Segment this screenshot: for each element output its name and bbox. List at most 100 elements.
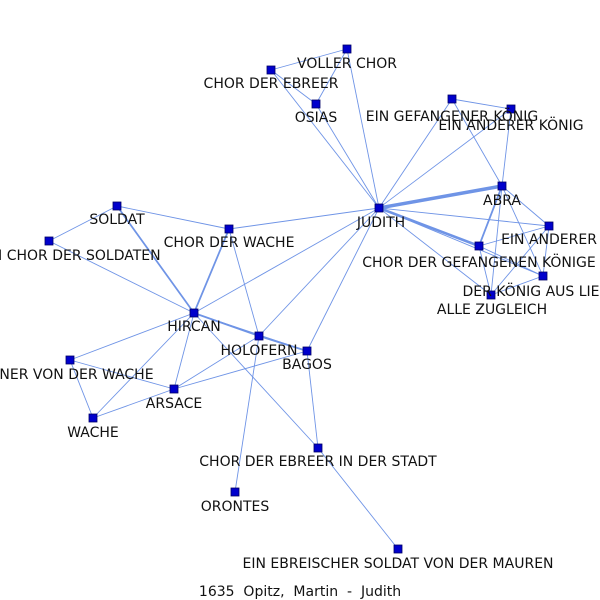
node-label-orontes: ORONTES <box>201 499 270 515</box>
edge-ein_anderer-koenig_lie <box>542 225 550 277</box>
node-label-einer_wache: EINER VON DER WACHE <box>0 367 154 383</box>
node-wache[interactable] <box>88 413 98 423</box>
node-judith[interactable] <box>374 203 384 213</box>
edge-judith-alle_zugleich <box>378 207 492 296</box>
node-label-soldat: SOLDAT <box>89 212 145 228</box>
edge-chor_ebreer-osias <box>270 69 317 105</box>
edge-bagos-arsace <box>173 350 308 390</box>
node-ein_anderer[interactable] <box>544 221 554 231</box>
node-label-ein_anderer: EIN ANDERER <box>501 232 597 248</box>
node-holofern[interactable] <box>254 331 264 341</box>
edge-judith-ein_anderer <box>378 207 550 227</box>
edge-judith-hircan <box>193 207 380 314</box>
edge-layer <box>48 48 550 550</box>
edge-abra-koenig_lie <box>501 185 544 277</box>
edge-soldat-hircan <box>116 205 195 314</box>
node-koenig_lie[interactable] <box>538 271 548 281</box>
edge-osias-judith <box>315 103 380 209</box>
edge-ein_anderer-alle_zugleich <box>490 225 550 296</box>
edge-gef_koenig-abra <box>451 98 503 187</box>
node-einer_wache[interactable] <box>65 355 75 365</box>
node-label-chor_gef_koenige: CHOR DER GEFANGENEN KÖNIGE <box>362 253 595 271</box>
node-chor_gef_koenige[interactable] <box>474 241 484 251</box>
edge-holofern-arsace <box>173 335 260 390</box>
node-anderer_koenig[interactable] <box>506 104 516 114</box>
edge-gef_koenig-anderer_koenig <box>451 98 512 110</box>
edge-soldat-chor_wache <box>116 205 230 230</box>
node-chor_ebreer[interactable] <box>266 65 276 75</box>
edge-koenig_lie-alle_zugleich <box>490 275 544 296</box>
edge-holofern-orontes <box>234 335 260 493</box>
edge-soldat-chor_soldaten <box>48 205 118 242</box>
edge-chor_wache-holofern <box>228 228 260 337</box>
edge-chor_ebreer-judith <box>270 69 380 209</box>
node-label-wache: WACHE <box>67 425 119 441</box>
node-label-voller_chor: VOLLER CHOR <box>297 56 397 72</box>
edge-chor_soldaten-hircan <box>48 240 195 314</box>
node-label-arsace: ARSACE <box>146 396 202 412</box>
node-hircan[interactable] <box>189 308 199 318</box>
node-arsace[interactable] <box>169 384 179 394</box>
node-chor_wache[interactable] <box>224 224 234 234</box>
node-alle_zugleich[interactable] <box>486 290 496 300</box>
edge-judith-abra <box>378 184 503 210</box>
edge-chor_ebreer_stadt-ebr_soldat <box>317 447 399 550</box>
node-gef_koenig[interactable] <box>447 94 457 104</box>
node-abra[interactable] <box>497 181 507 191</box>
node-label-hircan: HIRCAN <box>167 319 221 335</box>
edge-ein_anderer-chor_gef_koenige <box>478 225 550 247</box>
node-label-chor_ebreer: CHOR DER EBREER <box>204 76 339 92</box>
edge-judith-chor_gef_koenige <box>378 206 480 248</box>
node-chor_ebreer_stadt[interactable] <box>313 443 323 453</box>
edge-judith-bagos <box>306 207 380 352</box>
node-orontes[interactable] <box>230 487 240 497</box>
edge-chor_wache-hircan <box>193 228 230 314</box>
node-soldat[interactable] <box>112 201 122 211</box>
node-label-anderer_koenig: EIN ANDERER KÖNIG <box>438 116 583 134</box>
node-label-ebr_soldat: EIN EBREISCHER SOLDAT VON DER MAUREN <box>242 556 553 572</box>
node-bagos[interactable] <box>302 346 312 356</box>
edge-holofern-bagos <box>258 335 308 352</box>
edge-einer_wache-arsace <box>69 359 175 390</box>
edge-hircan-wache <box>92 312 195 419</box>
node-chor_soldaten[interactable] <box>44 236 54 246</box>
node-label-chor_ebreer_stadt: CHOR DER EBREER IN DER STADT <box>199 454 437 470</box>
edge-abra-chor_gef_koenige <box>478 185 503 247</box>
edge-hircan-arsace <box>173 312 195 390</box>
node-voller_chor[interactable] <box>342 44 352 54</box>
node-layer <box>44 44 554 554</box>
edge-chor_gef_koenige-alle_zugleich <box>478 245 492 296</box>
edge-voller_chor-chor_ebreer <box>270 48 348 71</box>
node-label-koenig_lie: DER KÖNIG AUS LIE <box>462 282 599 300</box>
node-label-osias: OSIAS <box>295 110 338 126</box>
edge-abra-ein_anderer <box>501 185 550 227</box>
edge-anderer_koenig-abra <box>501 108 512 187</box>
label-layer: VOLLER CHOR CHOR DER EBREER OSIAS EIN GEFAN… <box>0 56 600 572</box>
edge-arsace-wache <box>92 388 175 419</box>
edge-abra-alle_zugleich <box>490 185 503 296</box>
edge-judith-chor_wache <box>228 207 380 230</box>
node-label-judith: JUDITH <box>356 215 405 231</box>
node-label-bagos: BAGOS <box>282 357 332 373</box>
edge-voller_chor-judith <box>346 48 380 209</box>
edge-einer_wache-wache <box>69 359 94 419</box>
node-label-abra: ABRA <box>483 193 521 209</box>
edge-judith-koenig_lie <box>378 207 544 277</box>
edge-judith-holofern <box>258 207 380 337</box>
node-ebr_soldat[interactable] <box>393 544 403 554</box>
edge-anderer_koenig-judith <box>378 108 512 209</box>
node-label-alle_zugleich: ALLE ZUGLEICH <box>437 302 547 318</box>
edge-hircan-einer_wache <box>69 312 195 361</box>
edge-bagos-chor_ebreer_stadt <box>306 350 319 449</box>
edge-hircan-chor_ebreer_stadt <box>193 312 319 449</box>
node-label-gef_koenig: EIN GEFANGENER KÖNIG <box>366 107 538 125</box>
node-label-chor_soldaten: AUS DEM CHOR DER SOLDATEN <box>0 248 161 264</box>
node-label-holofern: HOLOFERN <box>221 343 298 359</box>
node-osias[interactable] <box>311 99 321 109</box>
edge-gef_koenig-judith <box>378 98 453 209</box>
node-label-chor_wache: CHOR DER WACHE <box>164 235 295 251</box>
graph-caption: 1635 Opitz, Martin - Judith <box>199 584 401 600</box>
edge-chor_gef_koenige-koenig_lie <box>478 245 544 277</box>
edge-voller_chor-osias <box>315 48 348 105</box>
